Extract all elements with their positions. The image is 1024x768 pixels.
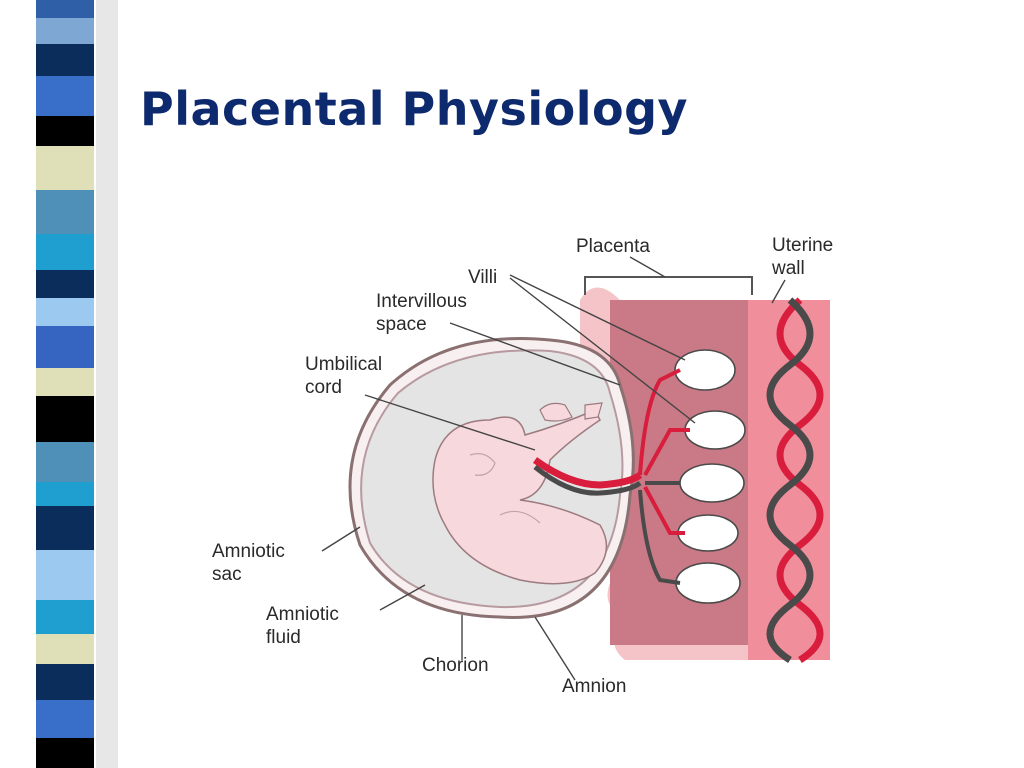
slide-title: Placental Physiology [140, 82, 689, 136]
label-uterine-wall-line1: Uterine [772, 235, 833, 256]
uterine-vessels [766, 297, 824, 663]
villi-trees [674, 349, 746, 604]
label-umbilical-cord-line1: Umbilical [305, 354, 382, 375]
label-amniotic-sac-line1: Amniotic [212, 541, 285, 562]
umbilical-cord [532, 457, 643, 496]
placenta-bracket [584, 276, 753, 295]
placenta-diagram: Placenta Uterine wall Villi Intervillous… [212, 235, 833, 697]
leader-lines [321, 256, 786, 681]
stripe-blocks [36, 0, 94, 768]
villi-vessels [638, 368, 690, 585]
embryo [432, 402, 608, 585]
label-amniotic-fluid-line1: Amniotic [266, 604, 339, 625]
label-uterine-wall-line2: wall [771, 258, 805, 279]
label-amniotic-sac-line2: sac [212, 564, 242, 585]
label-umbilical-cord-line2: cord [305, 377, 342, 398]
label-placenta: Placenta [576, 236, 650, 257]
label-amnion: Amnion [562, 676, 626, 697]
decorative-stripe-bar [0, 0, 130, 768]
label-intervillous-space-line1: Intervillous [376, 291, 467, 312]
label-intervillous-space-line2: space [376, 314, 427, 335]
label-chorion: Chorion [422, 655, 489, 676]
label-villi: Villi [468, 267, 497, 288]
label-amniotic-fluid-line2: fluid [266, 627, 301, 648]
